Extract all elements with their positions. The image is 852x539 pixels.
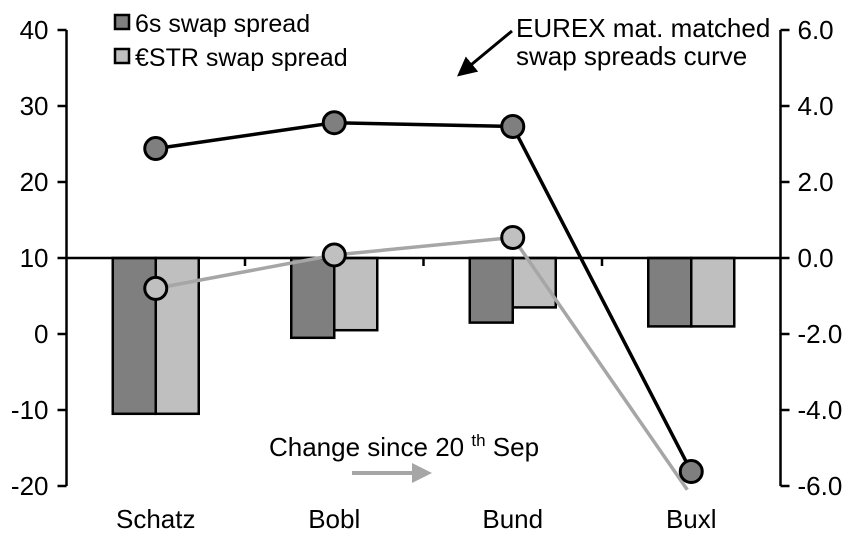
right-axis-tick-label: -2.0 [798, 319, 843, 349]
x-axis-label-schatz: Schatz [116, 504, 196, 534]
line-str-swap-spreads-curve [155, 235, 689, 491]
change-annotation-prefix: Change since 20 [269, 432, 464, 462]
bar-str-swap-spread-bobl [333, 256, 379, 332]
line-6s-swap-spreads-curve [155, 120, 693, 473]
legend-swatch-6s-icon [113, 13, 131, 31]
bar-6s-swap-spread-bund [468, 256, 514, 324]
change-annotation-suffix: Sep [493, 432, 539, 462]
marker-str-swap-spreads-curve-bobl [321, 242, 347, 268]
curve-annotation-line1: EUREX mat. matched [516, 13, 770, 43]
x-axis-label-buxl: Buxl [666, 504, 717, 534]
right-axis-tick-label: 0.0 [798, 243, 834, 273]
marker-str-swap-spreads-curve-bund [500, 224, 526, 250]
bar-6s-swap-spread-buxl [647, 256, 693, 328]
axes-layer: 40 30 20 10 0 -10 -20 6.0 4.0 2.0 0.0 -2.0 -4.0 -6.0 [11, 15, 842, 501]
marker-str-swap-spreads-curve-schatz [143, 275, 169, 301]
bar-str-swap-spread-buxl [690, 256, 736, 328]
curve-annotation-arrow-icon [456, 29, 513, 77]
left-axis-tick-label: 20 [20, 167, 49, 197]
left-axis-tick-label: -10 [11, 395, 49, 425]
right-axis-tick-label: -4.0 [798, 395, 843, 425]
bar-str-swap-spread-bund [511, 256, 557, 309]
left-axis-tick-label: 10 [20, 243, 49, 273]
curve-annotation: EUREX mat. matched swap spreads curve [456, 13, 770, 77]
legend-label-6s: 6s swap spread [135, 10, 310, 38]
legend: 6s swap spread €STR swap spread [113, 10, 348, 72]
change-annotation-superscript: th [471, 431, 485, 450]
right-axis-tick-label: -6.0 [798, 471, 843, 501]
curve-annotation-line2: swap spreads curve [516, 41, 747, 71]
left-axis-tick-label: 40 [20, 15, 49, 45]
left-axis-tick-label: 30 [20, 91, 49, 121]
x-axis-label-bobl: Bobl [308, 504, 360, 534]
marker-6s-swap-spreads-curve-buxl [678, 459, 704, 485]
marker-6s-swap-spreads-curve-schatz [143, 136, 169, 162]
legend-swatch-estr-icon [113, 47, 131, 65]
right-axis-tick-label: 4.0 [798, 91, 834, 121]
x-axis-label-bund: Bund [482, 504, 543, 534]
bars-layer [111, 256, 736, 416]
bar-6s-swap-spread-bobl [290, 256, 336, 340]
change-annotation: Change since 20 th Sep [269, 422, 539, 483]
left-axis-tick-label: 0 [34, 319, 48, 349]
right-axis-tick-label: 6.0 [798, 15, 834, 45]
legend-label-estr: €STR swap spread [135, 44, 348, 72]
left-axis-tick-label: -20 [11, 471, 49, 501]
marker-6s-swap-spreads-curve-bobl [321, 110, 347, 136]
change-annotation-label: Change since 20 th Sep [269, 422, 539, 462]
lines-layer [143, 110, 704, 491]
right-axis-tick-label: 2.0 [798, 167, 834, 197]
marker-6s-swap-spreads-curve-bund [500, 114, 526, 140]
category-labels-layer: Schatz Bobl Bund Buxl [116, 504, 717, 534]
